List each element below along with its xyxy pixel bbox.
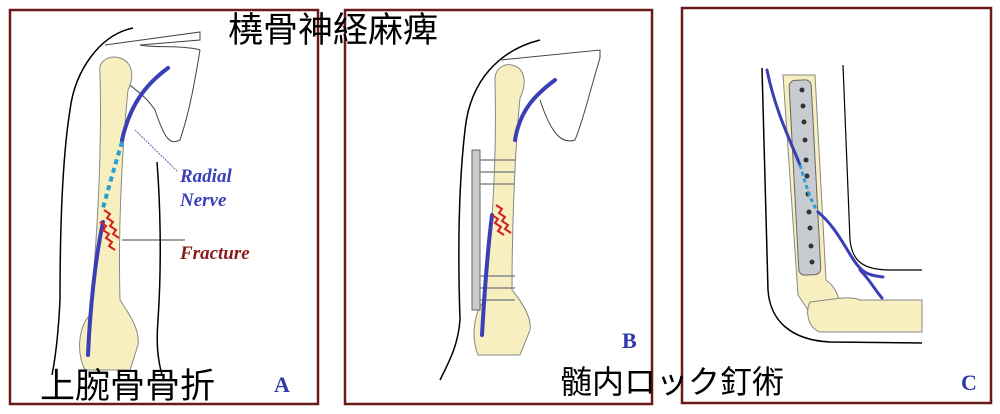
radial-nerve-distal xyxy=(86,220,105,357)
arm-outline xyxy=(51,27,134,376)
locking-plate xyxy=(788,79,822,276)
arm-outline-inner xyxy=(842,64,922,271)
fracture-label: Fracture xyxy=(179,243,250,264)
panel-c: C xyxy=(680,6,993,405)
plate-screws xyxy=(799,87,815,265)
radial-nerve-behind-bone xyxy=(101,141,124,209)
caption-fracture: 上腕骨骨折 xyxy=(40,367,216,407)
radial-nerve-distal xyxy=(816,210,885,300)
radial-label: Radial xyxy=(179,166,232,187)
radial-nerve-distal xyxy=(480,213,494,337)
nerve-leader-line xyxy=(134,129,179,173)
caption-surgery: 髄内ロック釘術 xyxy=(560,363,785,401)
arm-outline-outer xyxy=(761,67,923,344)
fracture-line xyxy=(99,209,120,251)
panel-b-letter: B xyxy=(622,328,637,353)
panel-a-letter: A xyxy=(274,372,290,397)
scapula xyxy=(104,31,201,143)
diagram-title: 橈骨神経麻痺 xyxy=(228,11,439,51)
arm-outline xyxy=(439,39,541,381)
panel-a: Radial Nerve Fracture A xyxy=(8,8,320,406)
forearm-bones xyxy=(807,297,923,333)
radial-nerve xyxy=(765,68,802,167)
arm-outline-inner xyxy=(156,161,163,376)
fracture-line xyxy=(491,204,512,236)
panel-c-letter: C xyxy=(961,370,977,395)
scapula xyxy=(499,49,601,142)
nerve-label: Nerve xyxy=(179,190,227,211)
panel-b: B xyxy=(343,8,654,406)
external-fixator-bar xyxy=(471,149,481,311)
radial-nerve xyxy=(120,66,170,142)
panel-c-frame xyxy=(680,6,993,405)
radial-nerve xyxy=(513,78,557,142)
